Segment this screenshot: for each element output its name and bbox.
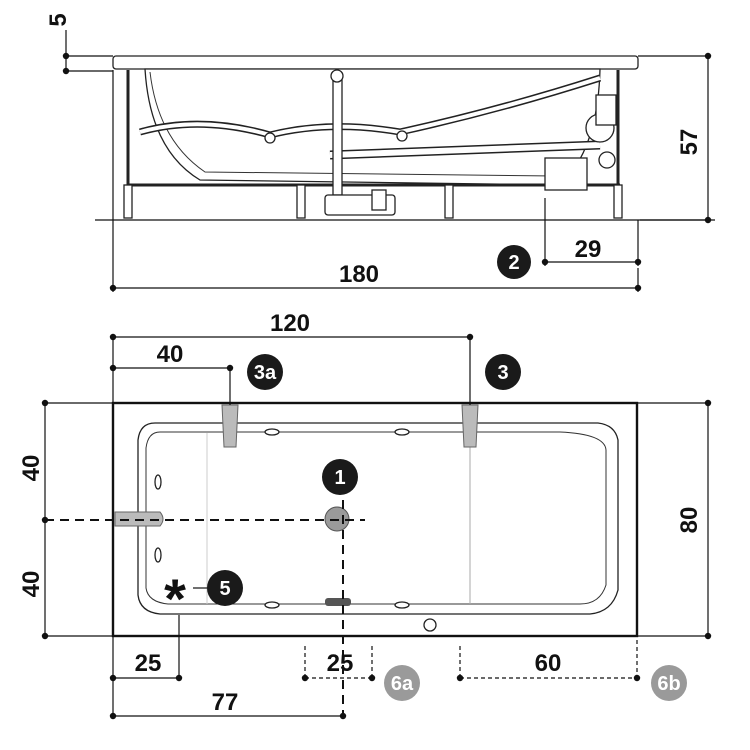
dim-40-left-lower-label: 40 [18,571,45,598]
side-view: 5 57 29 2 [45,13,715,292]
badge-1-label: 1 [334,467,345,489]
jet-nozzles-side [264,130,408,144]
badge-2: 2 [497,245,531,279]
inlet-3 [461,404,479,448]
dim-25-left: 25 [109,615,183,718]
dim-60-label: 60 [535,650,562,677]
tub-basin [137,422,619,615]
dim-height: 57 [638,52,712,224]
badge-6a: 6a [384,665,420,701]
dim-drain-offset-label: 29 [575,236,602,263]
badge-3a: 3a [247,354,283,390]
pump-box [544,157,588,191]
dim-120-label: 120 [270,310,310,337]
badge-1: 1 [322,459,358,495]
dim-drain-offset: 29 [541,198,642,266]
dim-80: 80 [637,399,712,640]
badge-3: 3 [485,354,521,390]
drain-fitting [371,189,387,211]
dim-length-label: 180 [339,261,379,288]
water-pipe-inner [329,142,601,158]
dim-rim: 5 [45,13,113,75]
dim-40-top-label: 40 [157,341,184,368]
dim-25-left-label: 25 [135,650,162,677]
overflow-pipe [332,74,343,196]
jet-nozzles-top [154,428,410,609]
tub-inner-line [149,71,556,177]
badge-6b-label: 6b [657,673,680,695]
dim-height-label: 57 [676,129,703,156]
dim-120: 120 [109,310,474,405]
badge-2-label: 2 [508,252,519,274]
dim-25-center-label: 25 [327,650,354,677]
dim-77: 77 [109,689,347,720]
pump-housing [595,94,617,126]
dim-rim-label: 5 [45,13,72,26]
control-button [423,618,437,632]
tub-basin-inner [145,431,607,605]
frame-feet [123,184,623,219]
tub-rim [112,55,639,70]
badge-3-label: 3 [497,362,508,384]
dim-77-label: 77 [212,689,239,716]
overflow-control [325,598,351,606]
dim-25-center: 25 [301,646,376,682]
dim-left-vertical: 40 40 [18,399,113,640]
pump-fitting [598,151,616,169]
dim-length: 180 [109,70,642,292]
air-pipe-inner [139,76,601,138]
badge-6b: 6b [651,665,687,701]
dim-80-label: 80 [676,507,703,534]
dim-40-top: 40 [109,341,234,405]
badge-3a-label: 3a [254,362,277,384]
badge-5: 5 [207,570,243,606]
inlet-3a [221,404,239,448]
asterisk-mark: * [164,567,186,630]
badge-6a-label: 6a [391,673,414,695]
top-view: 120 40 3a 3 40 40 [18,310,712,720]
dim-60: 60 [456,640,641,682]
dim-40-left-upper-label: 40 [18,455,45,482]
overflow-fitting [330,69,344,83]
badge-5-label: 5 [219,578,230,600]
